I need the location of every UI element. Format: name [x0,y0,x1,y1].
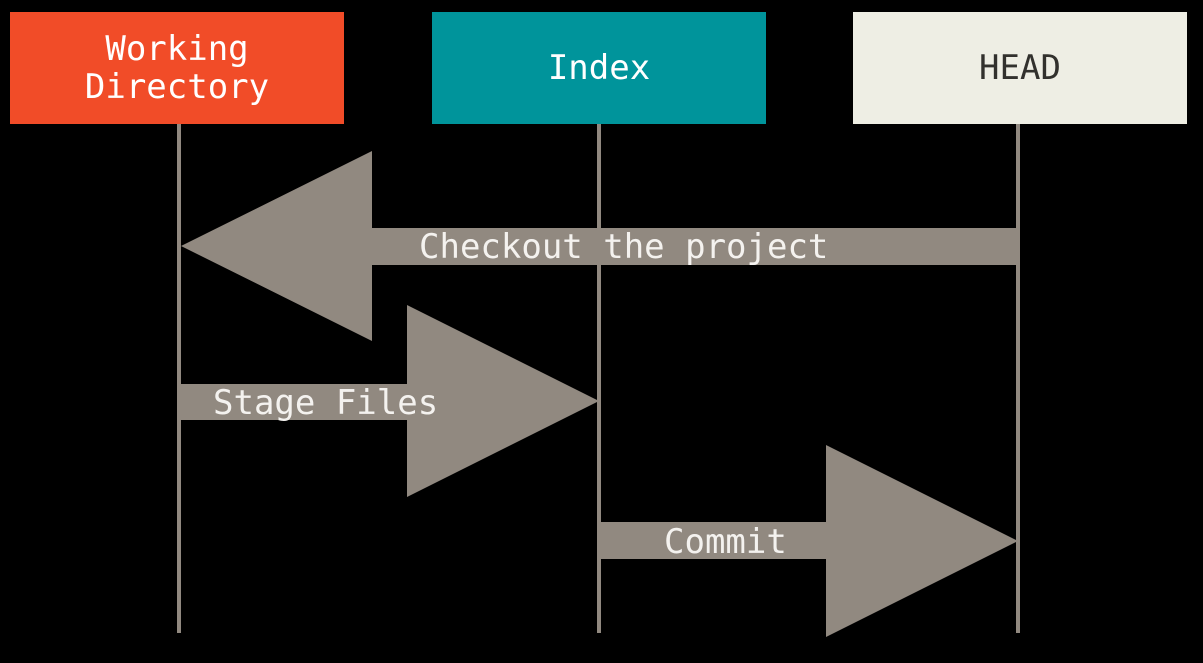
head-box: HEAD [853,12,1187,124]
head-lifeline [1016,124,1020,633]
index-lifeline [597,124,601,633]
working-directory-label: Working Directory [84,29,270,107]
checkout-arrow-label: Checkout the project [419,227,829,267]
stage-files-arrow-label: Stage Files [213,383,439,423]
commit-arrow [599,445,1018,637]
index-label: Index [547,48,651,88]
head-label: HEAD [979,48,1061,88]
commit-arrow-label: Commit [664,522,787,562]
working-directory-box: Working Directory [10,12,344,124]
stage-files-arrow [179,305,599,497]
checkout-arrow [181,151,1020,341]
index-box: Index [432,12,766,124]
working-directory-lifeline [177,124,181,633]
